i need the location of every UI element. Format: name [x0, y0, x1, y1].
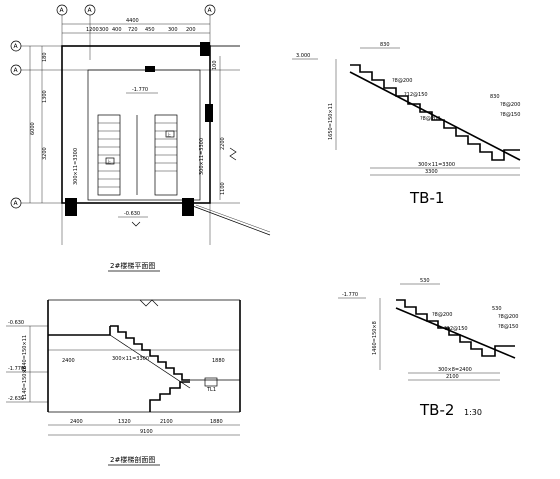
svg-text:2100: 2100 — [446, 374, 459, 380]
tb1-slab — [349, 71, 521, 161]
ramp-line — [189, 204, 271, 236]
svg-text:1320: 1320 — [118, 419, 131, 425]
svg-text:300×8=2400: 300×8=2400 — [438, 367, 472, 373]
break-line — [139, 299, 159, 307]
svg-text:上: 上 — [167, 131, 171, 137]
svg-text:2400: 2400 — [62, 358, 75, 364]
svg-text:?12@150: ?12@150 — [444, 326, 468, 332]
column — [65, 198, 77, 216]
plan-inner-wall — [87, 69, 201, 201]
stair-section: -0.630 -1.770 -2.630 1640=150×11 1140=15… — [6, 299, 241, 466]
svg-text:3200: 3200 — [42, 147, 48, 160]
section-lower-flight — [149, 381, 190, 412]
svg-text:上: 上 — [107, 158, 111, 164]
svg-text:400: 400 — [112, 27, 122, 33]
svg-text:?8@200: ?8@200 — [392, 78, 412, 84]
tb2-steps — [396, 299, 515, 357]
svg-text:1:30: 1:30 — [464, 408, 482, 417]
break-line — [131, 221, 141, 227]
svg-text:720: 720 — [128, 27, 138, 33]
svg-text:A: A — [14, 200, 19, 207]
section-caption: 2#楼梯剖面图 — [110, 455, 155, 464]
svg-text:3300: 3300 — [425, 169, 438, 175]
svg-text:180: 180 — [42, 52, 48, 62]
plan-outer-wall — [61, 45, 211, 204]
svg-text:-0.630: -0.630 — [124, 211, 140, 217]
svg-text:A: A — [60, 7, 65, 14]
svg-text:300: 300 — [168, 27, 178, 33]
svg-text:A: A — [14, 43, 19, 50]
svg-text:1460=150×8: 1460=150×8 — [372, 321, 378, 355]
tb2-title: TB-2 — [419, 401, 454, 419]
svg-text:830: 830 — [380, 42, 390, 48]
svg-text:9100: 9100 — [140, 429, 153, 435]
break-line — [229, 147, 237, 161]
column — [182, 198, 194, 216]
svg-text:A: A — [14, 67, 19, 74]
svg-text:-0.630: -0.630 — [8, 320, 24, 326]
column — [205, 104, 213, 122]
column — [200, 42, 210, 56]
svg-text:1640=150×11: 1640=150×11 — [22, 335, 28, 372]
svg-text:1650=150×11: 1650=150×11 — [328, 103, 334, 140]
svg-text:1880: 1880 — [212, 358, 225, 364]
tb1-title: TB-1 — [409, 189, 444, 207]
svg-text:1300: 1300 — [42, 90, 48, 103]
svg-text:A: A — [88, 7, 93, 14]
svg-text:?8@200: ?8@200 — [420, 116, 440, 122]
svg-text:450: 450 — [145, 27, 155, 33]
svg-text:300×11=3300: 300×11=3300 — [418, 162, 455, 168]
svg-text:1100: 1100 — [220, 182, 226, 195]
svg-text:A: A — [208, 7, 213, 14]
svg-text:6000: 6000 — [30, 122, 36, 135]
plan-caption: 2#楼梯平面图 — [110, 261, 155, 270]
svg-text:300: 300 — [99, 27, 109, 33]
svg-text:?8@200: ?8@200 — [498, 314, 518, 320]
svg-text:?8@200: ?8@200 — [500, 102, 520, 108]
tb1-steps — [350, 64, 520, 161]
svg-text:530: 530 — [420, 278, 430, 284]
svg-text:100: 100 — [212, 60, 218, 70]
svg-text:-2.630: -2.630 — [8, 396, 24, 402]
svg-text:530: 530 — [492, 306, 502, 312]
dimension-left: 6000 180 1300 3200 — [29, 46, 48, 203]
svg-text:200: 200 — [186, 27, 196, 33]
tb2-slab — [395, 307, 516, 359]
svg-text:300×11=3300: 300×11=3300 — [199, 138, 205, 175]
stair-run-right: 上 300×11=3300 — [154, 114, 205, 196]
svg-text:2100: 2100 — [160, 419, 173, 425]
stair-run-left: 上 300×11=3300 — [73, 114, 121, 196]
svg-text:?8@150: ?8@150 — [498, 324, 518, 330]
svg-text:2200: 2200 — [220, 137, 226, 150]
svg-text:1200: 1200 — [86, 27, 99, 33]
svg-text:?12@150: ?12@150 — [404, 92, 428, 98]
grid-bubble: A — [84, 4, 96, 60]
section-upper-landing — [48, 326, 111, 336]
tb1-detail: 3.000 830 1650=150×11 ?8@200 ?12@150 ?8@… — [292, 42, 520, 207]
svg-text:-1.770: -1.770 — [8, 366, 24, 372]
column — [145, 66, 155, 72]
svg-text:300×11=3300: 300×11=3300 — [73, 148, 79, 185]
svg-text:TL1: TL1 — [206, 387, 216, 393]
stair-plan: A A A A A A 4400 1200 300 — [10, 4, 271, 272]
svg-text:3.000: 3.000 — [296, 53, 310, 59]
dimension-top: 4400 1200 300 400 720 450 300 200 — [62, 18, 210, 34]
svg-text:?8@150: ?8@150 — [500, 112, 520, 118]
section-steps — [110, 325, 190, 381]
svg-text:2400: 2400 — [70, 419, 83, 425]
svg-text:1140=150×8: 1140=150×8 — [22, 366, 28, 400]
svg-text:?8@200: ?8@200 — [432, 312, 452, 318]
svg-text:-1.770: -1.770 — [132, 87, 148, 93]
svg-text:1880: 1880 — [210, 419, 223, 425]
svg-text:300×11=3300: 300×11=3300 — [112, 356, 149, 362]
svg-text:830: 830 — [490, 94, 500, 100]
tb2-detail: -1.770 530 1460=150×8 ?8@200 ?12@150 ?8@… — [338, 278, 518, 419]
svg-text:-1.770: -1.770 — [342, 292, 358, 298]
svg-text:4400: 4400 — [126, 18, 139, 24]
